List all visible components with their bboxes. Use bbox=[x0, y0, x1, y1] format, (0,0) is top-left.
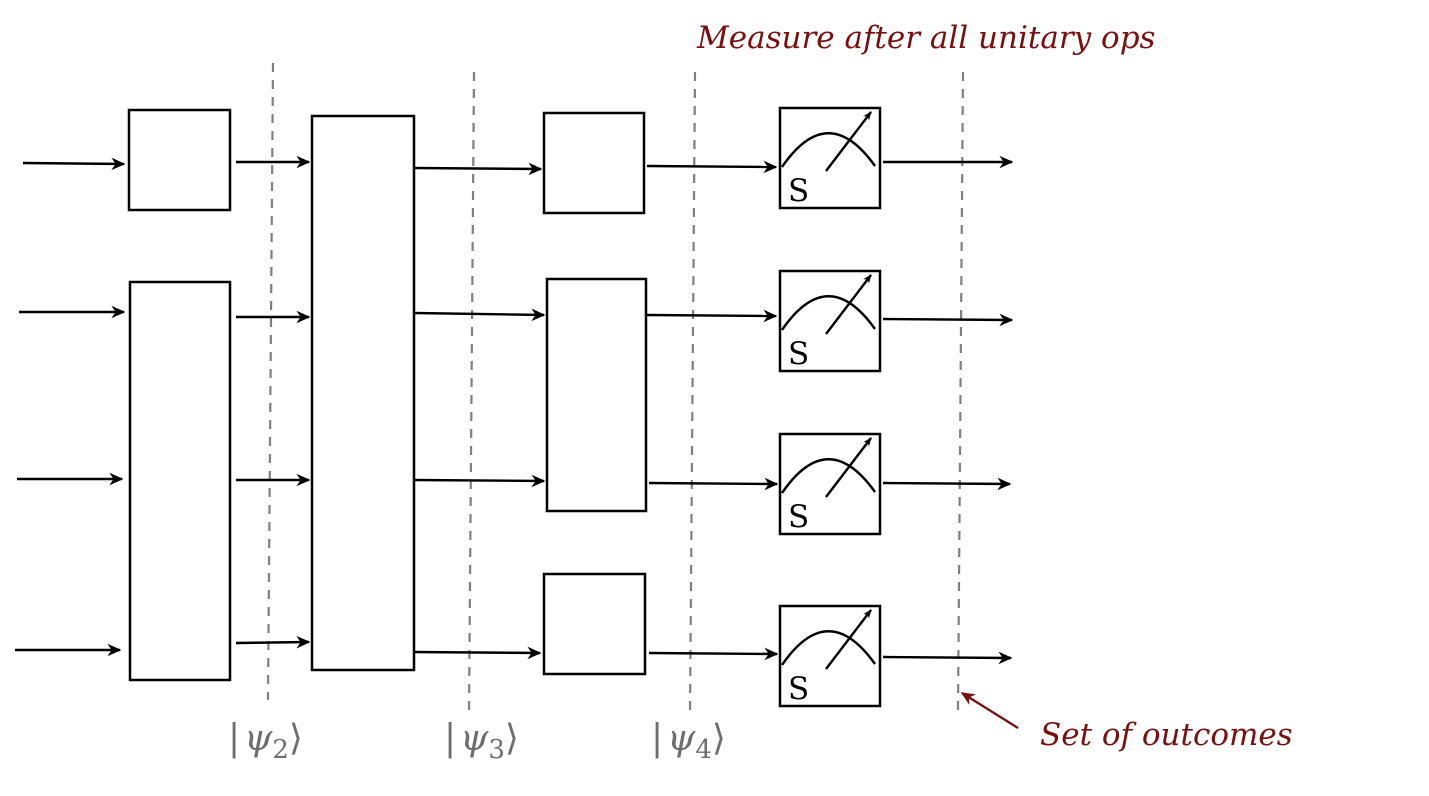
state-labels: |ψ2⟩ |ψ3⟩ |ψ4⟩ bbox=[228, 718, 726, 765]
gate-stage1-bottom bbox=[128, 280, 232, 682]
meter-needle-icon bbox=[825, 437, 872, 498]
meter-label: S bbox=[788, 336, 809, 372]
meter-dial-icon bbox=[781, 458, 876, 494]
gate-stage3-bottom bbox=[542, 572, 647, 676]
wire-s2-3 bbox=[413, 474, 546, 488]
annotation-measure: Measure after all unitary ops bbox=[696, 20, 1155, 56]
state-label-psi4: |ψ4⟩ bbox=[651, 718, 726, 765]
wire-output-3 bbox=[882, 477, 1012, 491]
wire-s1-4 bbox=[235, 635, 311, 649]
meter: S bbox=[778, 269, 882, 373]
gate-stage2-full bbox=[310, 114, 416, 672]
meter-needle-icon bbox=[825, 609, 872, 670]
meter-box bbox=[778, 269, 882, 373]
wire-s3-2 bbox=[646, 309, 778, 323]
cut-line-psi2 bbox=[266, 62, 275, 701]
meter-label: S bbox=[788, 499, 809, 535]
meter: S bbox=[778, 432, 882, 536]
cut-lines bbox=[266, 62, 965, 713]
meter: S bbox=[778, 106, 882, 210]
wire-s2-1 bbox=[413, 162, 543, 176]
cut-line-psi3 bbox=[467, 71, 476, 713]
meter-dial-icon bbox=[781, 295, 876, 331]
cut-line-outcomes bbox=[956, 71, 965, 711]
meter-dial-icon bbox=[781, 630, 876, 666]
wire-s3-1 bbox=[646, 160, 778, 174]
wire-input-1 bbox=[22, 157, 126, 171]
annotation-outcomes: Set of outcomes bbox=[1040, 717, 1293, 753]
meter-needle-icon bbox=[825, 111, 872, 172]
wire-output-2 bbox=[882, 313, 1014, 327]
gate-stage3-top bbox=[542, 111, 646, 215]
cut-line-psi4 bbox=[688, 71, 697, 713]
meter: S bbox=[778, 604, 882, 708]
annotation-outcomes-arrow bbox=[960, 691, 1019, 730]
wire-s2-2 bbox=[413, 308, 546, 322]
meter-label: S bbox=[788, 671, 809, 707]
gates bbox=[127, 108, 648, 682]
meter-needle-icon bbox=[825, 274, 872, 335]
wires bbox=[15, 155, 1014, 665]
wire-s3-3 bbox=[648, 477, 779, 491]
measurement-meters: S S S S bbox=[778, 106, 882, 708]
meter-dial-icon bbox=[781, 132, 876, 168]
meter-box bbox=[778, 106, 882, 210]
wire-output-4 bbox=[882, 651, 1013, 665]
wire-s3-4 bbox=[648, 647, 779, 661]
meter-label: S bbox=[788, 173, 809, 209]
wire-s2-4 bbox=[411, 646, 542, 660]
gate-stage3-middle bbox=[545, 277, 648, 513]
state-label-psi2: |ψ2⟩ bbox=[228, 718, 303, 765]
state-label-psi3: |ψ3⟩ bbox=[444, 718, 519, 765]
meter-box bbox=[778, 604, 882, 708]
gate-stage1-top bbox=[127, 108, 232, 212]
meter-box bbox=[778, 432, 882, 536]
